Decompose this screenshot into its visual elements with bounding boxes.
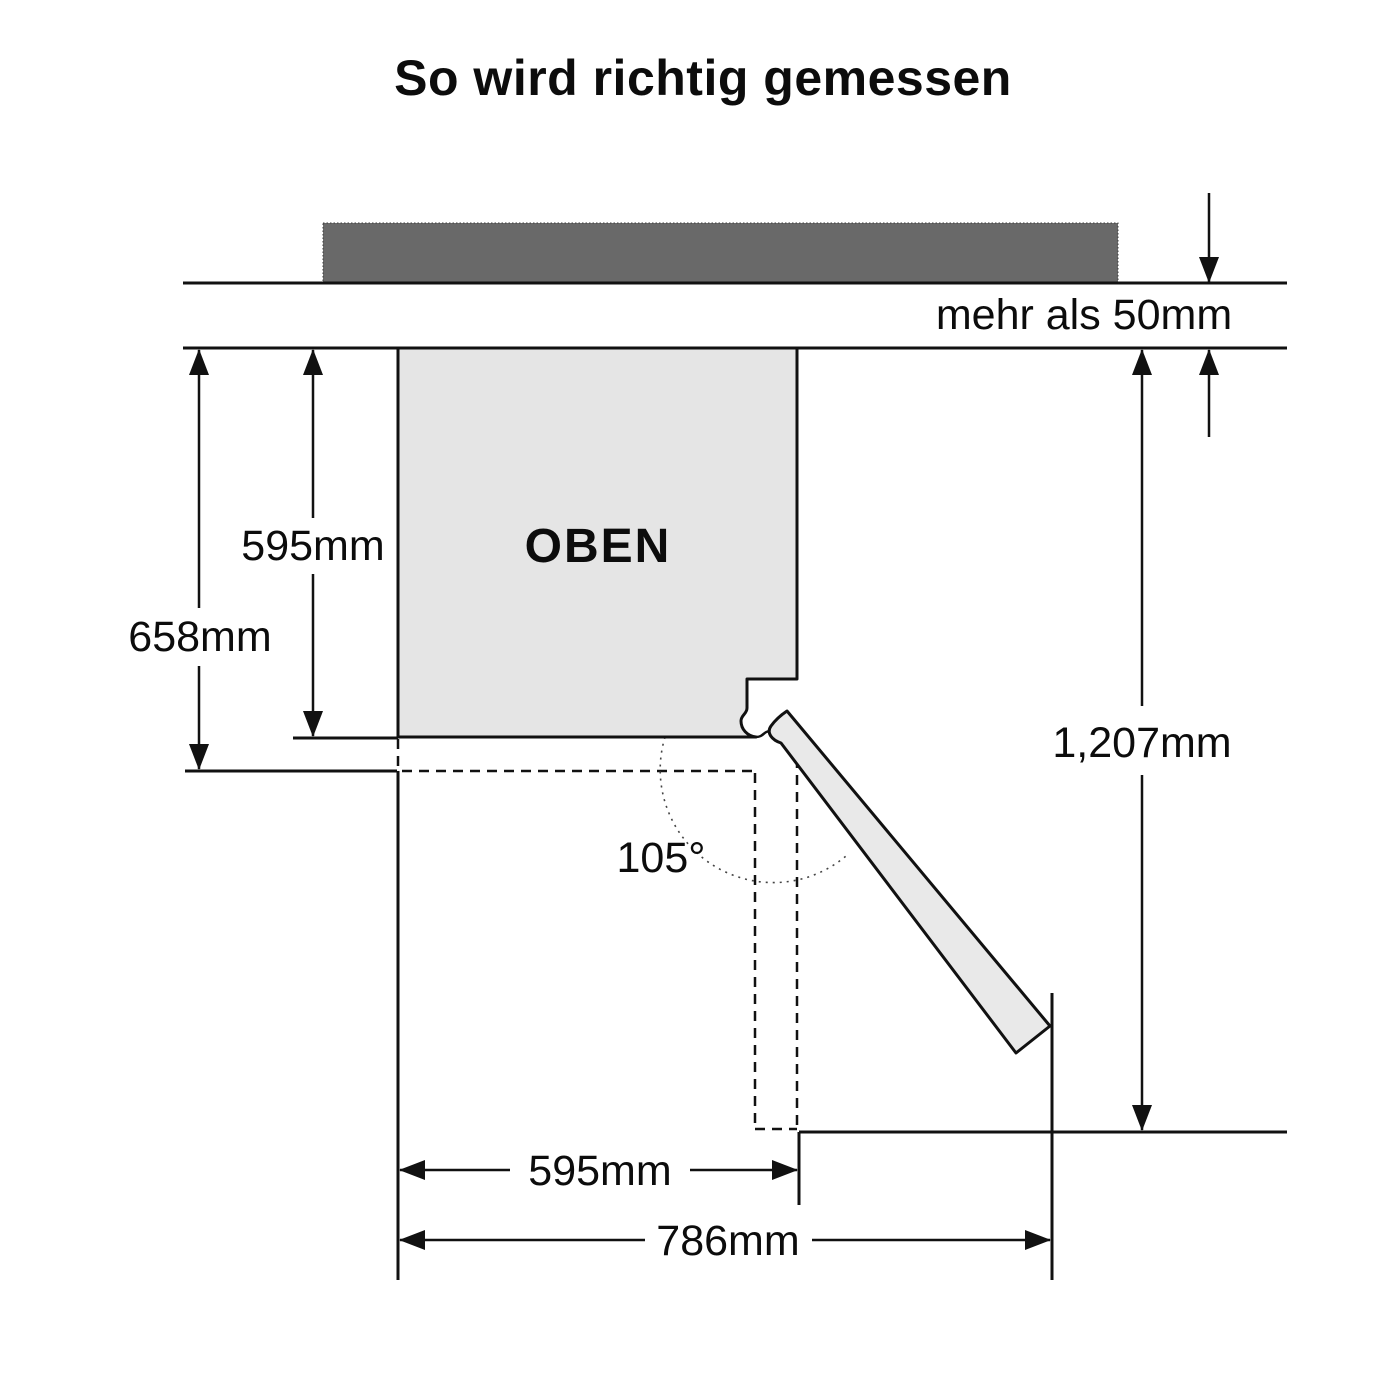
clearance-label: mehr als 50mm	[936, 291, 1232, 339]
top-view-label: OBEN	[525, 520, 672, 573]
cabinet-body	[396, 346, 799, 739]
diagram-title: So wird richtig gemessen	[394, 50, 1012, 106]
total-depth-label: 1,207mm	[1052, 719, 1231, 767]
door-open	[767, 709, 1052, 1055]
cabinet-width-label: 595mm	[528, 1147, 671, 1195]
door-angle-label: 105°	[617, 834, 706, 882]
door-swing-arc	[659, 736, 847, 884]
cabinet-depth-label: 595mm	[241, 522, 384, 570]
wall-block	[322, 222, 1119, 284]
depth-with-door-label: 658mm	[128, 613, 271, 661]
width-door-open-label: 786mm	[656, 1217, 799, 1265]
